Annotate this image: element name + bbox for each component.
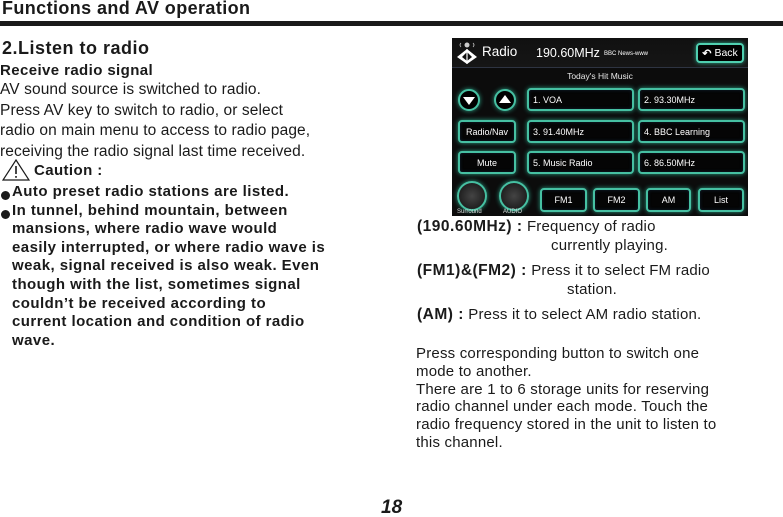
section-title: 2.Listen to radio: [2, 38, 150, 58]
desc-text: currently playing.: [551, 237, 668, 254]
current-frequency: 190.60MHz: [536, 46, 600, 60]
desc-text: Frequency of radio: [526, 218, 656, 235]
caution-line: easily interrupted, or where radio wave …: [12, 238, 326, 256]
caution-line: Auto preset radio stations are listed.: [12, 183, 290, 200]
bullet-dot-icon: [1, 191, 10, 200]
am-button[interactable]: AM: [646, 188, 691, 212]
intro-text: AV sound source is switched to radio. Pr…: [0, 80, 380, 162]
radio-top-bar: Radio 190.60MHz BBC News-www ↶ Back: [452, 38, 748, 68]
list-button[interactable]: List: [698, 188, 744, 212]
warning-triangle-icon: [2, 159, 30, 181]
page-header-title: Functions and AV operation: [2, 0, 251, 18]
caution-line: weak, signal received is also weak. Even: [12, 257, 320, 275]
preset-2-button[interactable]: 2. 93.30MHz: [638, 88, 745, 111]
caution-line: though with the list, sometimes signal: [12, 275, 301, 293]
surround-label: Surround: [457, 209, 482, 215]
para-line: this channel.: [416, 433, 503, 451]
page-number: 18: [381, 497, 403, 517]
mute-button[interactable]: Mute: [458, 151, 516, 174]
caution-label: Caution :: [34, 161, 103, 179]
audio-label: AUDIO: [503, 209, 523, 215]
fm1-button[interactable]: FM1: [540, 188, 587, 212]
preset-1-button[interactable]: 1. VOA: [527, 88, 634, 111]
caution-item: In tunnel, behind mountain, between mans…: [0, 202, 380, 351]
preset-3-button[interactable]: 3. 91.40MHz: [527, 120, 634, 143]
radio-screen: Radio 190.60MHz BBC News-www ↶ Back Toda…: [452, 38, 748, 216]
surround-icon[interactable]: [457, 181, 487, 211]
desc-key: (190.60MHz) :: [417, 218, 523, 235]
caution-line: couldn’t be received according to: [12, 294, 267, 312]
desc-text: Press it to select FM radio: [531, 262, 710, 279]
caution-heading: Caution :: [2, 159, 103, 181]
para-line: mode to another.: [416, 362, 532, 380]
intro-line: receiving the radio signal last time rec…: [0, 142, 306, 160]
subsection-title: Receive radio signal: [0, 62, 154, 79]
desc-fm: (FM1)&(FM2) : Press it to select FM radi…: [417, 261, 783, 299]
desc-frequency: (190.60MHz) : Frequency of radio current…: [417, 217, 783, 255]
preset-5-button[interactable]: 5. Music Radio: [527, 151, 634, 174]
caution-line: In tunnel, behind mountain, between: [12, 201, 288, 219]
arrow-up-icon: [499, 95, 511, 103]
radio-nav-button[interactable]: Radio/Nav: [458, 120, 516, 143]
caution-line: mansions, where radio wave would: [12, 220, 278, 238]
mode-paragraph: Press corresponding button to switch one…: [416, 345, 782, 452]
desc-am: (AM) : Press it to select AM radio stati…: [417, 305, 783, 324]
station-name: BBC News-www: [604, 51, 649, 57]
caution-list: Auto preset radio stations are listed. I…: [0, 183, 380, 350]
preset-4-button[interactable]: 4. BBC Learning: [638, 120, 745, 143]
desc-text: station.: [567, 281, 617, 298]
para-line: radio frequency stored in the unit to li…: [416, 416, 717, 434]
caution-line: wave.: [12, 331, 56, 349]
desc-text: Press it to select AM radio station.: [468, 306, 702, 323]
fm2-button[interactable]: FM2: [593, 188, 640, 212]
speaker-icon[interactable]: [499, 181, 529, 211]
now-playing: Today's Hit Music: [567, 71, 633, 81]
caution-item: Auto preset radio stations are listed.: [0, 183, 380, 202]
seek-up-button[interactable]: [494, 89, 516, 111]
back-label: Back: [714, 47, 738, 59]
intro-line: Press AV key to switch to radio, or sele…: [0, 101, 284, 119]
seek-down-button[interactable]: [458, 89, 480, 111]
preset-6-button[interactable]: 6. 86.50MHz: [638, 151, 745, 174]
para-line: radio channel under each mode. Touch the: [416, 398, 709, 416]
caution-line: current location and condition of radio: [12, 313, 305, 331]
header-rule: [0, 21, 783, 26]
radio-screen-title: Radio: [482, 44, 518, 59]
desc-key: (AM) :: [417, 306, 464, 323]
bullet-dot-icon: [1, 209, 10, 219]
back-arrow-icon: ↶: [702, 47, 712, 60]
arrow-down-icon: [463, 97, 475, 105]
radio-antenna-icon: [457, 42, 477, 64]
intro-line: AV sound source is switched to radio.: [0, 81, 262, 98]
intro-line: radio on main menu to access to radio pa…: [0, 122, 311, 139]
back-button[interactable]: ↶ Back: [696, 43, 744, 63]
para-line: There are 1 to 6 storage units for reser…: [416, 380, 710, 398]
para-line: Press corresponding button to switch one: [416, 345, 700, 362]
desc-key: (FM1)&(FM2) :: [417, 262, 527, 279]
